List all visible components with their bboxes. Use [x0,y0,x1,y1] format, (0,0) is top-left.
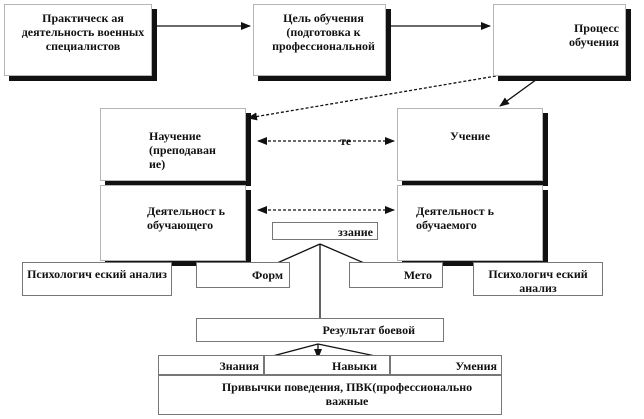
activity-teacher-box: Деятельност ь обучающего [100,185,246,261]
result-label: Результат боевой [322,323,416,337]
teaching-label: Научение (преподаван ие) [149,129,216,171]
abilities-box: Умения [390,355,502,375]
practice-label: Практическ ая деятельность военных специ… [21,11,145,53]
result-box: Результат боевой [196,318,444,342]
process-box: Процесс обучения [493,4,626,76]
psych-analysis-right-label: Психологич еский анализ [488,267,588,295]
psych-analysis-left-label: Психологич еский анализ [27,267,167,281]
learning-box: Учение [397,108,543,181]
abilities-label: Умения [455,359,497,373]
activity-teacher-label: Деятельност ь обучающего [147,204,225,232]
middle-fragment-box: ззание [272,222,378,240]
habits-label: Привычки поведения, ПВК(профессионально … [221,380,473,408]
knowledge-label: Знания [219,359,259,373]
interaction-fragment-label: те [340,134,352,148]
habits-box: Привычки поведения, ПВК(профессионально … [158,375,502,415]
practice-box: Практическ ая деятельность военных специ… [4,4,152,76]
goal-box: Цель обучения (подготовка к профессионал… [253,4,386,76]
activity-learner-label: Деятельност ь обучаемого [416,204,494,232]
skills-box: Навыки [264,355,390,375]
activity-learner-box: Деятельност ь обучаемого [397,185,543,261]
psych-analysis-right-box: Психологич еский анализ [473,262,603,296]
goal-label: Цель обучения (подготовка к профессионал… [272,11,375,53]
methods-label: Мето [403,268,432,282]
psych-analysis-left-box: Психологич еский анализ [22,262,172,296]
middle-fragment-label: ззание [338,225,373,239]
skills-label: Навыки [331,359,377,373]
teaching-box: Научение (преподаван ие) [100,108,246,181]
knowledge-box: Знания [158,355,264,375]
forms-box: Форм [196,262,290,288]
learning-label: Учение [449,129,491,143]
process-label: Процесс обучения [569,21,619,49]
forms-label: Форм [252,268,283,282]
methods-box: Мето [349,262,443,288]
